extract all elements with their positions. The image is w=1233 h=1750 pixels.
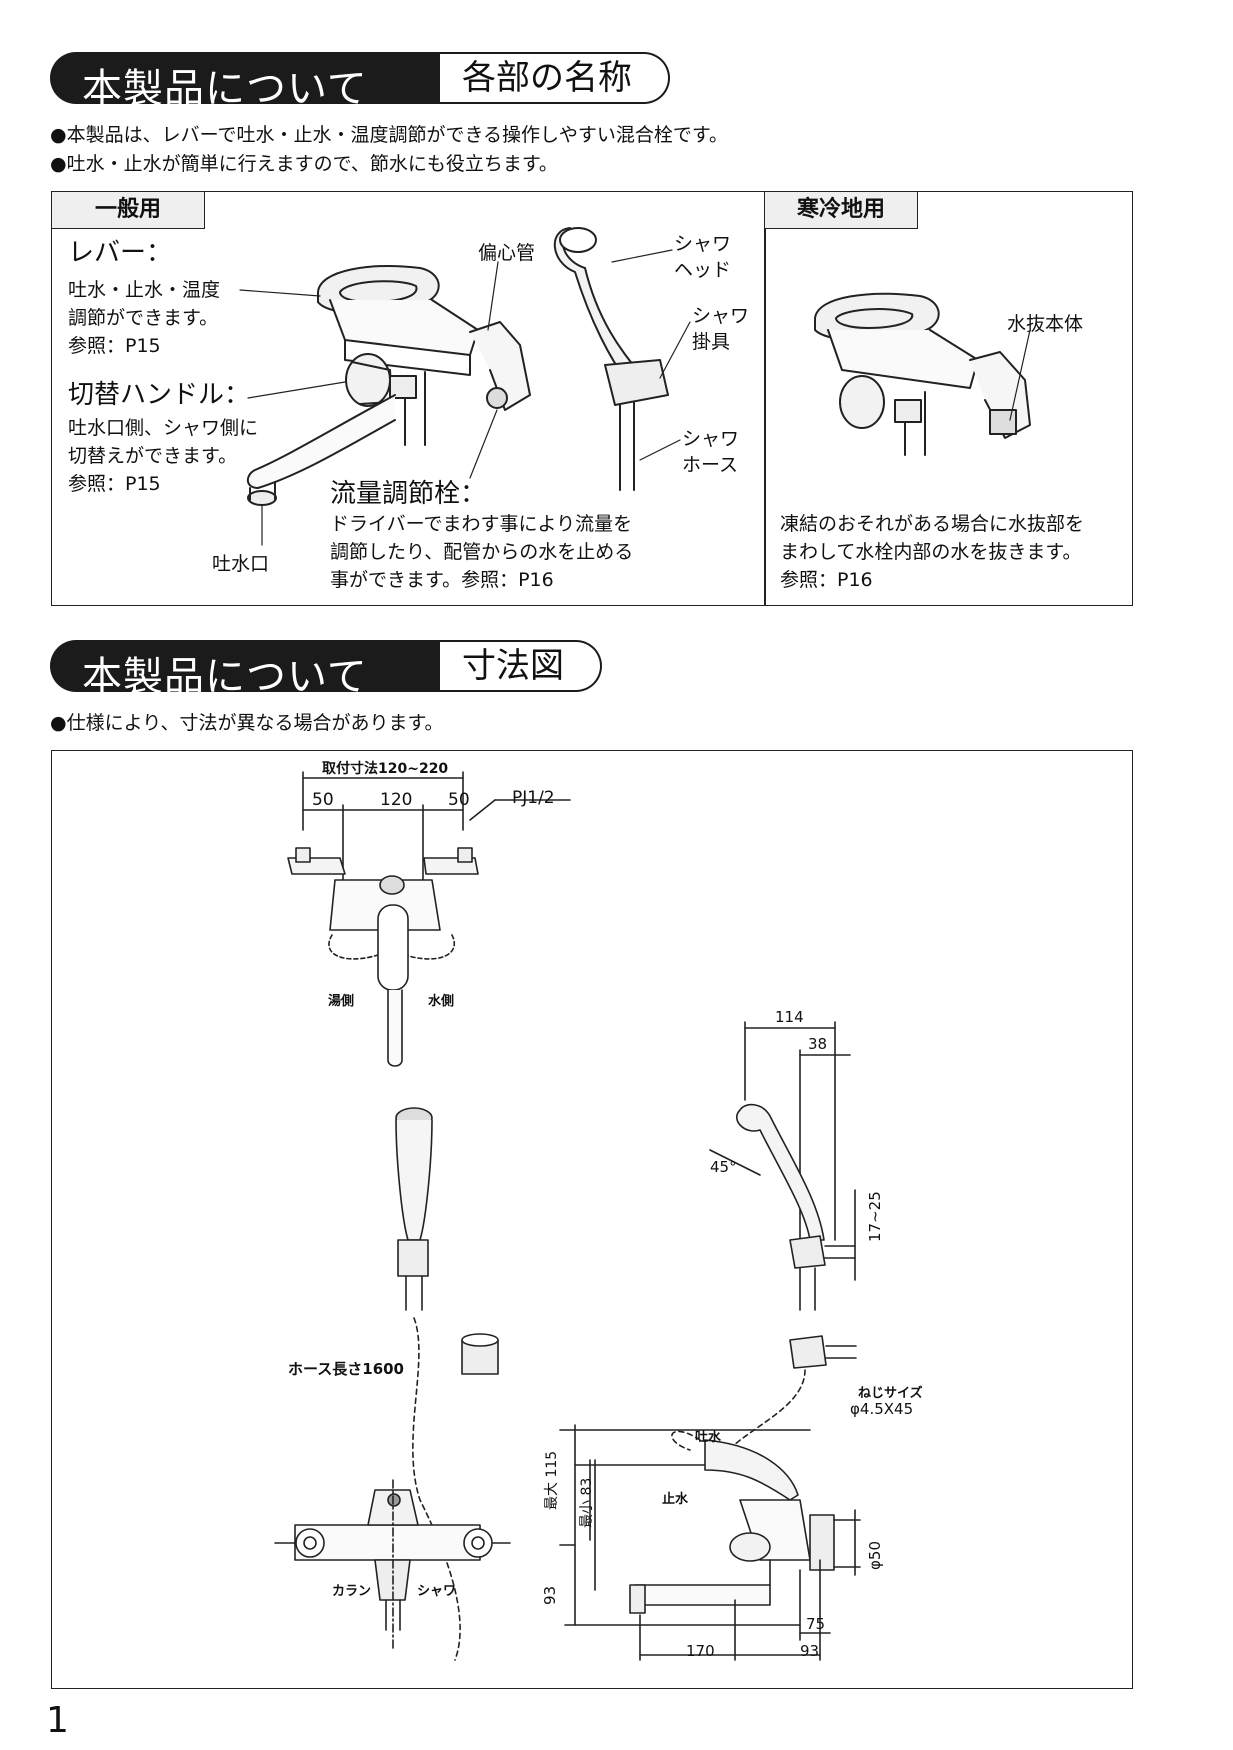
lever-desc: 調節ができます。 xyxy=(68,307,219,329)
shower-head-label: ヘッド xyxy=(674,259,732,281)
dim-93-horizontal: 93 xyxy=(800,1642,820,1660)
dim-38: 38 xyxy=(808,1035,828,1053)
box-divider xyxy=(764,192,766,605)
dim-50-right: 50 xyxy=(448,790,470,810)
bullet-text: ●吐水・止水が簡単に行えますので、節水にも役立ちます。 xyxy=(50,153,558,175)
dim-93-vertical: 93 xyxy=(541,1585,559,1605)
flow-title: 流量調節栓： xyxy=(330,479,487,509)
dim-75: 75 xyxy=(806,1615,826,1633)
bullet-text: ●仕様により、寸法が異なる場合があります。 xyxy=(50,712,444,734)
drain-body-label: 水抜本体 xyxy=(1007,313,1084,335)
switch-desc: 切替えができます。 xyxy=(68,445,238,467)
dimension-box xyxy=(51,750,1133,1689)
dim-angle-45: 45° xyxy=(710,1158,737,1176)
switch-title: 切替ハンドル： xyxy=(68,380,251,410)
lever-desc: 吐水・止水・温度 xyxy=(68,279,221,301)
parts-box: 一般用 寒冷地用 xyxy=(51,191,1133,606)
eccentric-pipe-label: 偏心管 xyxy=(478,242,536,264)
section-subtitle: 各部の名称 xyxy=(440,52,670,104)
dim-mount-range: 取付寸法120~220 xyxy=(322,761,449,777)
dim-min-83: 最小 83 xyxy=(579,1477,595,1528)
shower-hose-label: シャワ xyxy=(682,428,740,450)
switch-desc: 吐水口側、シャワ側に xyxy=(68,417,259,439)
tab-cold-region: 寒冷地用 xyxy=(764,191,918,229)
tab-general: 一般用 xyxy=(51,191,205,229)
dim-170: 170 xyxy=(686,1642,715,1660)
bullet-text: ●本製品は、レバーで吐水・止水・温度調節ができる操作しやすい混合栓です。 xyxy=(50,124,728,146)
flow-ref: 事ができます。参照：P16 xyxy=(330,569,554,591)
section-subtitle: 寸法図 xyxy=(440,640,602,692)
cold-side-label: 水側 xyxy=(428,994,455,1009)
spout-label: 吐水口 xyxy=(212,553,270,575)
lever-title: レバー： xyxy=(68,238,173,268)
cold-ref: 参照：P16 xyxy=(780,569,873,591)
page-number: 1 xyxy=(46,1700,69,1741)
hose-length-label: ホース長さ1600 xyxy=(288,1360,404,1378)
shower-outlet-label: シャワ xyxy=(417,1584,457,1599)
shower-hook-label: 掛具 xyxy=(692,331,731,353)
spout-off-label: 止水 xyxy=(662,1492,689,1507)
cold-desc: 凍結のおそれがある場合に水抜部を xyxy=(780,513,1085,535)
dim-phi-50: φ50 xyxy=(866,1541,884,1570)
section-title-bg xyxy=(50,52,440,104)
dim-50-left: 50 xyxy=(312,790,334,810)
hot-side-label: 湯側 xyxy=(328,994,355,1009)
cold-desc: まわして水栓内部の水を抜きます。 xyxy=(780,541,1082,563)
dim-max-115: 最大 115 xyxy=(544,1450,560,1510)
switch-ref: 参照：P15 xyxy=(68,473,161,495)
shower-hose-label: ホース xyxy=(682,454,739,476)
section-title: 本製品について xyxy=(82,654,368,700)
lever-ref: 参照：P15 xyxy=(68,335,161,357)
flow-desc: ドライバーでまわす事により流量を xyxy=(330,513,633,535)
flow-desc: 調節したり、配管からの水を止める xyxy=(330,541,634,563)
section-title-bg xyxy=(50,640,440,692)
dim-17-25: 17~25 xyxy=(866,1191,884,1242)
spout-on-label: 吐水 xyxy=(695,1430,722,1445)
dim-114: 114 xyxy=(775,1008,804,1026)
screw-size-label: ねじサイズ xyxy=(858,1386,923,1401)
dim-thread-pj: PJ1/2 xyxy=(512,788,555,808)
shower-head-label: シャワ xyxy=(674,233,732,255)
caran-label: カラン xyxy=(332,1584,372,1599)
screw-size-value: φ4.5X45 xyxy=(850,1400,914,1418)
dim-120: 120 xyxy=(380,790,413,810)
section-title: 本製品について xyxy=(82,66,368,112)
shower-hook-label: シャワ xyxy=(692,305,750,327)
